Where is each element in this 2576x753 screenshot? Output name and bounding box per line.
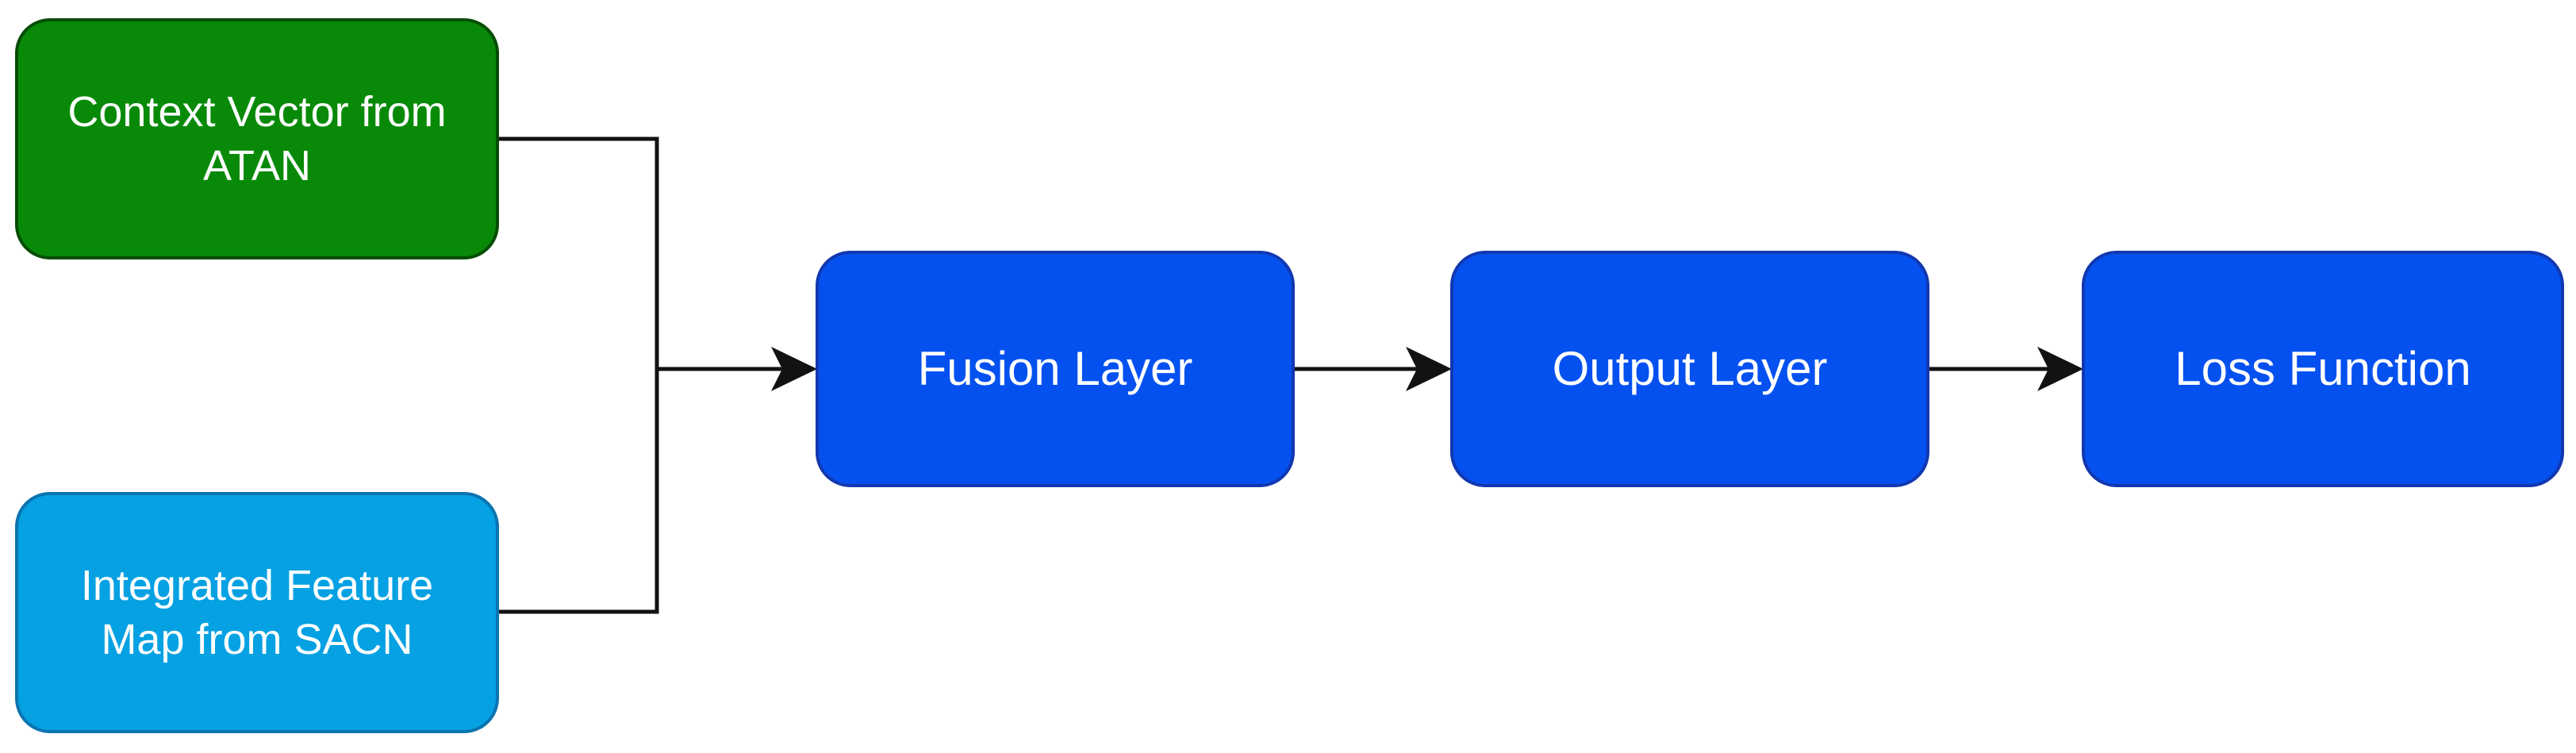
node-shape-context-vector-atan — [15, 18, 499, 259]
arrowhead-into-loss — [2037, 347, 2083, 391]
node-shape-loss-function — [2082, 251, 2564, 487]
arrowhead-into-output — [1406, 347, 1452, 391]
node-shape-integrated-feature-map-sacn — [15, 492, 499, 733]
connector-merge-bracket — [497, 136, 659, 614]
node-shape-output-layer — [1450, 251, 1929, 487]
arrowhead-into-fusion — [771, 347, 817, 391]
node-shape-fusion-layer — [816, 251, 1295, 487]
